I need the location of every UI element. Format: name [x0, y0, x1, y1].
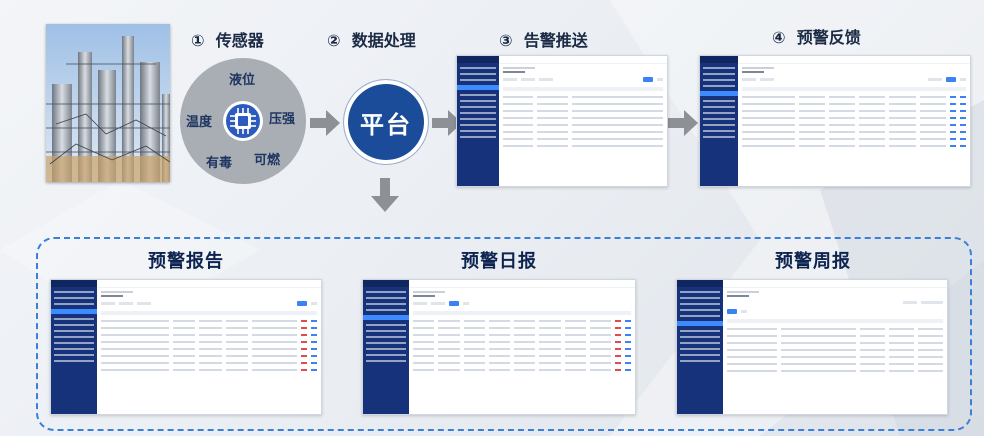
sensor-label-level: 液位: [229, 73, 256, 88]
sensor-label-flammable: 可燃: [254, 153, 281, 168]
arrow-right-icon: [432, 110, 462, 136]
arrow-right-icon: [668, 110, 698, 136]
step-2-label: ② 数据处理: [327, 31, 416, 50]
daily-report-screenshot: [362, 279, 636, 415]
step-1-label: ① 传感器: [191, 31, 264, 50]
sensor-chip-icon: [223, 101, 263, 141]
reports-dashed-container: [36, 237, 972, 431]
warning-feedback-screenshot: [699, 55, 971, 187]
warning-report-screenshot: [50, 279, 322, 415]
report-title-daily-report: 预警日报: [461, 251, 537, 272]
weekly-report-screenshot: [676, 279, 948, 415]
sensor-label-pressure: 压强: [269, 112, 296, 127]
report-title-warning-report: 预警报告: [148, 251, 224, 272]
report-title-weekly-report: 预警周报: [775, 251, 851, 272]
alarm-push-screenshot: [456, 55, 668, 187]
arrow-down-icon: [371, 178, 399, 212]
arrow-right-icon: [310, 110, 340, 136]
sensor-label-temperature: 温度: [186, 115, 213, 130]
step-4-label: ④ 预警反馈: [772, 28, 861, 47]
platform-node: 平台: [344, 80, 428, 164]
industrial-plant-image: [46, 24, 170, 182]
sensor-label-toxic: 有毒: [206, 156, 233, 171]
step-3-label: ③ 告警推送: [499, 31, 588, 50]
